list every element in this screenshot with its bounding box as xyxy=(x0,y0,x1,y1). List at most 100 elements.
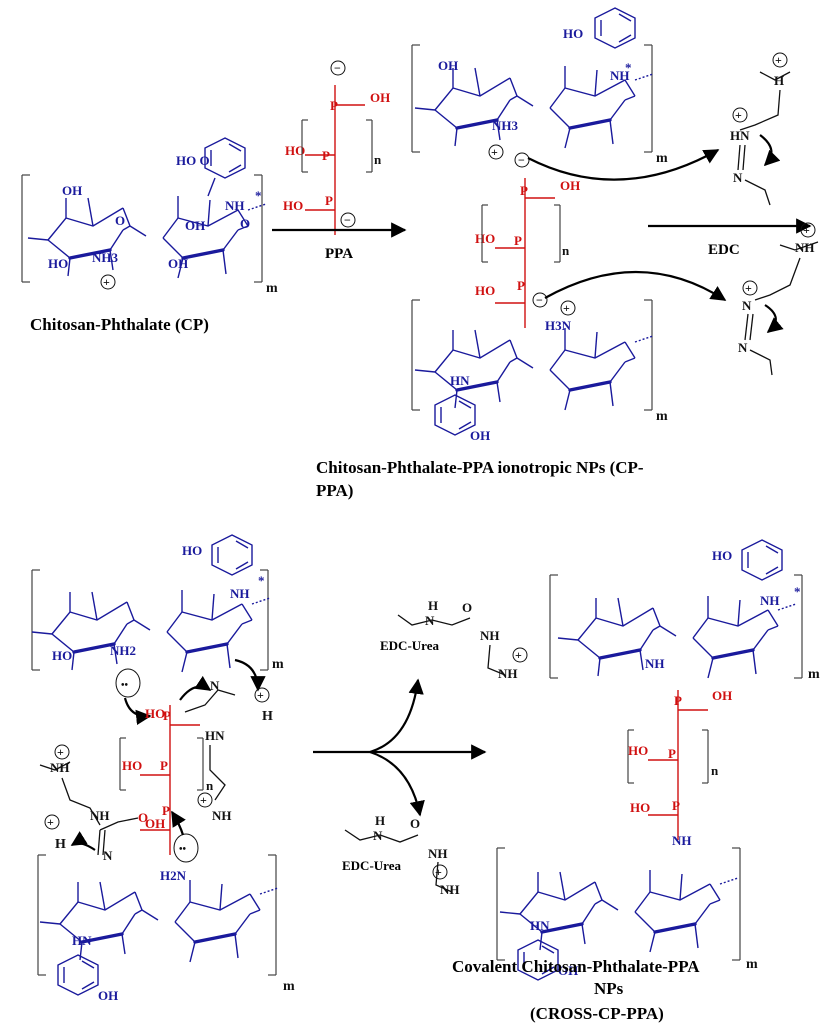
edc-structure-bottom: + NH + N N xyxy=(738,222,819,376)
p-atom: P xyxy=(674,693,682,708)
repeat-n: n xyxy=(374,152,382,167)
intermediate-structure: HO NH * NH2 HO m •• HO P P HO P OH n + H… xyxy=(30,534,295,1003)
h-label: H xyxy=(774,73,784,88)
edc-urea-top: N H O NH + NH xyxy=(397,598,528,681)
p-atom-3: P xyxy=(325,193,333,208)
curl-arrow-2 xyxy=(234,658,266,692)
p-ho-2: HO xyxy=(475,283,495,298)
repeat-m-2: m xyxy=(746,957,758,972)
nh2-label: NH2 xyxy=(110,643,136,658)
cross-label-2: NPs xyxy=(594,979,624,998)
repeat-m: m xyxy=(656,151,668,166)
minus-sign: − xyxy=(334,61,341,75)
cooh-oh: OH xyxy=(558,963,578,978)
h3n-label: H3N xyxy=(545,318,572,333)
h-label: H xyxy=(428,598,438,613)
p-atom-3: P xyxy=(162,803,170,818)
curved-arrow-top xyxy=(527,149,720,181)
plus-sign: + xyxy=(515,648,522,662)
cooh-oh: OH xyxy=(98,988,118,1003)
p-atom-2: P xyxy=(322,148,330,163)
lone-pair-dots-2: •• xyxy=(179,844,187,855)
plus-charge-icon-4 xyxy=(44,814,60,830)
nh-label: NH xyxy=(795,240,815,255)
nh-label-4: NH xyxy=(90,808,110,823)
oh-label: OH xyxy=(62,183,82,198)
plus-charge-icon xyxy=(772,52,788,68)
p-oh: OH xyxy=(712,688,732,703)
ring-o: O xyxy=(115,213,125,228)
edc-structure-top: + H + HN N xyxy=(730,52,791,206)
p-ho-2: HO xyxy=(283,198,303,213)
plus-sign: + xyxy=(103,275,110,289)
edc-urea-bottom: N H O NH + NH xyxy=(344,813,460,897)
nh-link-label-2: NH xyxy=(672,833,692,848)
hn-label-2: HN xyxy=(72,933,92,948)
p-oh: OH xyxy=(145,816,165,831)
plus-charge-icon xyxy=(100,274,116,290)
ho-label: HO xyxy=(52,648,72,663)
repeat-m: m xyxy=(272,657,284,672)
ring-o-right: O xyxy=(240,216,250,231)
p-ho-2: HO xyxy=(122,758,142,773)
plus-sign-2: + xyxy=(563,301,570,315)
p-atom: P xyxy=(163,708,171,723)
edc-label: EDC xyxy=(708,242,740,258)
plus-charge-icon-2 xyxy=(197,792,213,808)
plus-charge-icon xyxy=(488,144,504,160)
attack-arrow xyxy=(123,697,152,726)
plus-charge-icon xyxy=(800,222,816,238)
repeat-n: n xyxy=(711,763,719,778)
oh-label-2: OH xyxy=(168,256,188,271)
plus-sign-3: + xyxy=(57,745,64,759)
attack-arrow-2 xyxy=(171,810,186,836)
minus-charge-icon-2 xyxy=(532,292,548,308)
nh-label-2: NH xyxy=(212,808,232,823)
minus-charge-icon xyxy=(514,152,530,168)
repeat-m: m xyxy=(808,667,820,682)
nh-label-2: NH xyxy=(440,882,460,897)
p-ho: HO xyxy=(628,743,648,758)
repeat-n: n xyxy=(206,778,214,793)
h2n-label: H2N xyxy=(160,868,187,883)
nh-label: NH xyxy=(610,68,630,83)
p-atom-2: P xyxy=(668,746,676,761)
hn-label: HN xyxy=(730,128,750,143)
minus-charge-icon-2 xyxy=(340,212,356,228)
repeat-m-2: m xyxy=(656,409,668,424)
p-atom-3: P xyxy=(517,278,525,293)
plus-charge-icon-3 xyxy=(54,744,70,760)
cooh-label: HO xyxy=(563,26,583,41)
plus-sign: + xyxy=(435,865,442,879)
n-label: N xyxy=(373,828,383,843)
plus-charge-icon xyxy=(512,647,528,663)
plus-sign-2: + xyxy=(735,108,742,122)
cp-ppa-structure: HO NH3 OH NH * m + − P OH P HO P HO n − … xyxy=(411,7,668,443)
p-atom: P xyxy=(520,183,528,198)
lone-pair-dots: •• xyxy=(121,680,129,691)
p-atom-2: P xyxy=(160,758,168,773)
hn-label: HN xyxy=(530,918,550,933)
h-label: H xyxy=(375,813,385,828)
nh-label: NH xyxy=(760,593,780,608)
plus-sign: + xyxy=(257,688,264,702)
p-ho-2: HO xyxy=(630,800,650,815)
plus-sign-2: + xyxy=(745,281,752,295)
nh3-label: NH3 xyxy=(92,250,119,265)
cooh-label: HO xyxy=(182,543,202,558)
star: * xyxy=(255,188,262,203)
curl-arrow xyxy=(179,675,212,701)
curl-arrow-3 xyxy=(70,831,96,851)
p-oh: OH xyxy=(560,178,580,193)
p-atom-3: P xyxy=(672,798,680,813)
plus-charge-icon-2 xyxy=(560,300,576,316)
plus-sign: + xyxy=(775,53,782,67)
repeat-n: n xyxy=(562,243,570,258)
p-ho: HO xyxy=(285,143,305,158)
p-oh: OH xyxy=(370,90,390,105)
plus-sign: + xyxy=(491,145,498,159)
o-label: O xyxy=(410,816,420,831)
n-label: N xyxy=(742,298,752,313)
lone-pair-icon-2 xyxy=(173,833,199,863)
cp-structure: HO O OH O NH O * NH3 HO OH OH + m xyxy=(21,137,278,296)
